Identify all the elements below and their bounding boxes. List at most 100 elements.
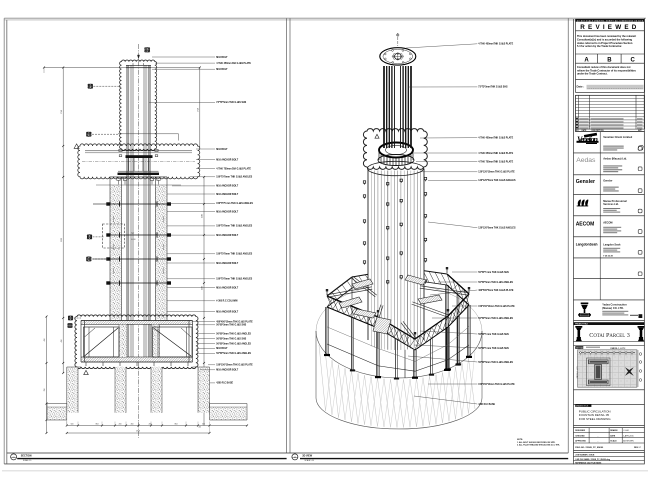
svg-text:REV.: REV.: [575, 130, 579, 132]
svg-text:status referred to in Projec: status referred to in Project Procedure …: [577, 42, 633, 45]
svg-text:5.4 for action by the Trade Co: 5.4 for action by the Trade Contractor.: [577, 45, 622, 48]
svg-text:4 THK 750mm DIA G.I&S PLATE: 4 THK 750mm DIA G.I&S PLATE: [216, 168, 251, 171]
svg-text:AECOM: AECOM: [603, 221, 612, 224]
svg-text:4200 R.C BASE: 4200 R.C BASE: [216, 382, 233, 385]
svg-text:Yadea Construction: Yadea Construction: [602, 303, 627, 307]
svg-text:Venetian Orient Limited: Venetian Orient Limited: [603, 135, 632, 139]
svg-text:Gensler: Gensler: [603, 179, 612, 182]
svg-text:73*73*5mm THK G.I&S SHS: 73*73*5mm THK G.I&S SHS: [216, 102, 246, 104]
svg-text:Gensler: Gensler: [576, 179, 595, 185]
svg-text:2500: 2500: [61, 238, 63, 242]
svg-text:C.LHO: C.LHO: [623, 430, 629, 432]
svg-text:1748: 1748: [61, 110, 63, 114]
svg-text:150*75*5 mm THK G.I&S ANGLES: 150*75*5 mm THK G.I&S ANGLES: [216, 202, 253, 205]
svg-text:Consultant(s)(s) and is accord: Consultant(s)(s) and is accorded the fol…: [577, 39, 632, 42]
svg-text:B: B: [607, 58, 612, 64]
svg-text:SCALE 1:10: SCALE 1:10: [305, 459, 314, 462]
svg-text:COTAI PARCEL 3: COTAI PARCEL 3: [589, 332, 630, 339]
svg-text:01: 01: [13, 457, 15, 459]
svg-text:M16 ANCHOR BOLT: M16 ANCHOR BOLT: [216, 234, 238, 237]
svg-text:50*50*5mm THK G.I&S ANGLES: 50*50*5mm THK G.I&S ANGLES: [216, 342, 251, 345]
svg-text:M16 BOLT: M16 BOLT: [216, 69, 228, 71]
svg-text:1200: 1200: [202, 286, 204, 290]
svg-text:M16 BOLT: M16 BOLT: [216, 57, 228, 59]
svg-text:50*50*5mm THK G.I&S ANGLES: 50*50*5mm THK G.I&S ANGLES: [216, 352, 251, 355]
svg-text:Consultant review of this docu: Consultant review of this document does …: [577, 66, 631, 69]
svg-text:1. ALL BOLT SHOULD BE FIXING O: 1. ALL BOLT SHOULD BE FIXING ON SITE.: [517, 441, 556, 444]
svg-text:AS SHOWN: AS SHOWN: [623, 440, 634, 443]
svg-text:REFERENCE CAD FILE NAME:: REFERENCE CAD FILE NAME:: [575, 462, 602, 465]
svg-text:DESIGNED: DESIGNED: [575, 430, 586, 432]
svg-text:APPROVED: APPROVED: [575, 440, 586, 443]
svg-text:A: A: [584, 58, 589, 64]
svg-text:DRAWN: DRAWN: [610, 429, 618, 432]
svg-text:(Macau) CO. LTD.: (Macau) CO. LTD.: [602, 306, 624, 310]
svg-text:3D VIEW: 3D VIEW: [302, 454, 313, 457]
svg-text:2. ALL FILLET WELDED SHOULD BE: 2. ALL FILLET WELDED SHOULD BE 3mm THK.: [517, 444, 560, 447]
svg-text:M16 BOLT: M16 BOLT: [216, 149, 228, 151]
svg-text:50*50*5 mm THK G.I&S SHS: 50*50*5 mm THK G.I&S SHS: [478, 272, 509, 274]
svg-text:2928: 2928: [136, 431, 140, 433]
svg-text:This document has been reviewe: This document has been reviewed by the r…: [577, 35, 636, 38]
svg-text:FOR STEEL DRAWING: FOR STEEL DRAWING: [579, 417, 611, 421]
svg-text:200: 200: [198, 427, 201, 429]
svg-text:Aedas (Macau) Ltd.: Aedas (Macau) Ltd.: [603, 156, 627, 160]
svg-text:4 THK 450mmTHK G.I&S PLATE: 4 THK 450mmTHK G.I&S PLATE: [478, 43, 513, 46]
svg-text:(typ): (typ): [131, 232, 135, 235]
svg-text:APP.: APP.: [638, 129, 642, 132]
svg-text:M16 BOLT: M16 BOLT: [216, 348, 228, 350]
svg-text:864: 864: [96, 423, 99, 425]
svg-text:Macau Professional: Macau Professional: [603, 200, 627, 203]
svg-text:Date :: Date :: [577, 84, 585, 88]
svg-text:4 THK 750mmTHK G.I&S PLATE: 4 THK 750mmTHK G.I&S PLATE: [478, 161, 513, 164]
svg-text:50*50*5mm THK G.I&S ANGLES: 50*50*5mm THK G.I&S ANGLES: [478, 361, 513, 364]
svg-text:50*50*5 mm THK G.I&S SHS: 50*50*5 mm THK G.I&S SHS: [478, 334, 509, 336]
svg-text:73*73*5mmTHK G.I&S SHS: 73*73*5mmTHK G.I&S SHS: [478, 87, 508, 89]
svg-text:864: 864: [175, 423, 178, 425]
svg-text:M16 ANCHOR BOLT: M16 ANCHOR BOLT: [216, 193, 238, 196]
svg-text:4200 R.C BASE: 4200 R.C BASE: [478, 403, 495, 406]
svg-text:Langdon Seah: Langdon Seah: [603, 243, 621, 246]
svg-text:150*150*10mm THK G.I&S PLATE: 150*150*10mm THK G.I&S PLATE: [216, 364, 253, 367]
svg-text:DRAWING TITLE:: DRAWING TITLE:: [576, 405, 589, 408]
svg-text:-: -: [598, 435, 599, 437]
svg-text:DATE: DATE: [610, 434, 616, 437]
svg-text:50*50*5mm THK G.I&S ANGLES: 50*50*5mm THK G.I&S ANGLES: [478, 281, 513, 284]
svg-text:150*75*5mm THK G.I&S ANGLES: 150*75*5mm THK G.I&S ANGLES: [216, 176, 252, 179]
svg-text:50*50*5mm THK G.I&S SHS: 50*50*5mm THK G.I&S SHS: [216, 338, 246, 340]
svg-text:4 THK 450mmTHK G.I&S PLATE: 4 THK 450mmTHK G.I&S PLATE: [478, 137, 513, 140]
svg-text:AECOM: AECOM: [576, 221, 595, 227]
svg-text:REVIEWED: REVIEWED: [580, 24, 639, 31]
svg-text:JOB NUMBER: 31SUB: JOB NUMBER: 31SUB: [575, 455, 595, 457]
svg-text:M16 ANCHOR BOLT: M16 ANCHOR BOLT: [216, 310, 238, 313]
svg-text:450*450*10mm THK G.I&S PLATE: 450*450*10mm THK G.I&S PLATE: [216, 320, 253, 323]
svg-text:120*120*10mm THK G.I&S PLATE: 120*120*10mm THK G.I&S PLATE: [478, 171, 515, 174]
svg-text:CHECKED: CHECKED: [575, 435, 585, 437]
svg-text:Services Ltd.: Services Ltd.: [603, 203, 619, 206]
svg-text:PUBLIC CIRCULATION: PUBLIC CIRCULATION: [579, 409, 611, 413]
svg-text:Venetian: Venetian: [577, 135, 599, 144]
svg-text:50*50*5mm THK G.I&S ANGLES: 50*50*5mm THK G.I&S ANGLES: [478, 317, 513, 320]
svg-text:500: 500: [202, 423, 205, 425]
svg-text:450: 450: [44, 339, 46, 342]
svg-text:1748: 1748: [197, 108, 199, 112]
svg-text:NOTE:: NOTE:: [517, 439, 523, 441]
svg-text:460*500*5mm THK G.I&S PLATE: 460*500*5mm THK G.I&S PLATE: [478, 289, 514, 292]
svg-text:DWG NO: 315UB_PC_8N090: DWG NO: 315UB_PC_8N090: [575, 447, 604, 449]
svg-text:4-M16: 4-M16: [131, 239, 136, 241]
svg-text:SCALE: SCALE: [610, 440, 617, 443]
svg-text:DATE: DATE: [582, 129, 587, 132]
svg-text:KEY PLAN: KEY PLAN: [576, 346, 583, 349]
svg-text:SCALE 1:5: SCALE 1:5: [23, 459, 31, 462]
svg-text:150*150*10mm THK G.I&S PLATE: 150*150*10mm THK G.I&S PLATE: [478, 305, 515, 308]
svg-text:200: 200: [119, 423, 122, 425]
svg-text:DESCRIPTION: DESCRIPTION: [592, 130, 605, 132]
svg-text:REV: C: REV: C: [634, 447, 641, 449]
svg-text:FOUNTAIN DETAIL 05: FOUNTAIN DETAIL 05: [579, 413, 610, 417]
svg-text:# 300 R.C COLUMN: # 300 R.C COLUMN: [216, 301, 237, 303]
svg-text:M16 ANCHOR BOLT: M16 ANCHOR BOLT: [216, 210, 238, 213]
svg-text:150*75*5mm THK G.I&S ANGLES: 150*75*5mm THK G.I&S ANGLES: [216, 225, 252, 228]
svg-text:DO NOT SCALE DRAWING, VERIFY A: DO NOT SCALE DRAWING, VERIFY ALL DIMENSI…: [577, 19, 643, 22]
svg-text:-: -: [598, 441, 599, 443]
svg-text:M16 ANCHOR BOLT: M16 ANCHOR BOLT: [216, 185, 238, 188]
